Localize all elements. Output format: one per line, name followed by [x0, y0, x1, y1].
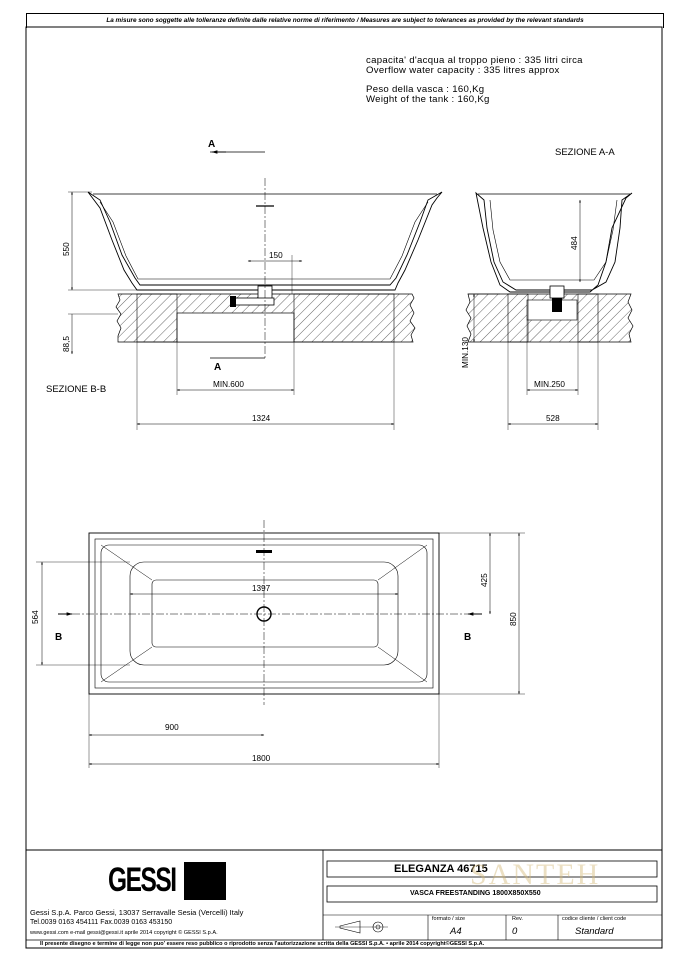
dim-end-height: 484: [570, 236, 579, 250]
tolerance-note: La misure sono soggette alle tolleranze …: [26, 13, 664, 28]
company-web: www.gessi.com e-mail gessi@gessi.it apri…: [30, 930, 218, 936]
section-marker-a-top: A: [208, 139, 216, 150]
company-contacts: Tel.0039 0163 454111 Fax.0039 0163 45315…: [30, 919, 173, 926]
gessi-logo-square: [184, 862, 226, 900]
section-a-a-label: SEZIONE A-A: [555, 147, 615, 158]
product-name: ELEGANZA 46715: [394, 863, 488, 875]
dim-side-height: 550: [62, 242, 71, 256]
dim-plan-width: 850: [509, 612, 518, 626]
format-value: A4: [450, 926, 462, 937]
sheet-frame: [25, 26, 663, 949]
rev-label: Rev.: [512, 916, 523, 922]
dim-end-width: 528: [546, 414, 560, 423]
dim-end-min-base: MIN.130: [461, 337, 470, 368]
rev-value: 0: [512, 926, 518, 937]
section-a-a-view: [465, 191, 634, 430]
section-marker-b-left: B: [55, 632, 63, 643]
plan-view: [36, 520, 525, 768]
dim-side-base: 88,5: [62, 336, 71, 352]
dim-plan-half-width: 425: [480, 573, 489, 587]
dim-plan-inner-length: 1397: [252, 584, 271, 593]
section-marker-a-bottom: A: [214, 362, 222, 373]
client-code-label: codice cliente / client code: [562, 916, 627, 922]
copyright-footer: Il presente disegno e termine di legge n…: [40, 941, 485, 947]
title-block-frame: [26, 849, 662, 941]
product-description: VASCA FREESTANDING 1800X850X550: [410, 890, 541, 897]
dim-plan-length: 1800: [252, 754, 271, 763]
spec-weight-it: Peso della vasca : 160,Kg: [366, 84, 485, 95]
gessi-logo-text: GESSI: [108, 861, 177, 899]
section-b-b-label: SEZIONE B-B: [46, 384, 107, 395]
format-label: formato / size: [432, 916, 466, 922]
section-b-b-view: [68, 150, 443, 430]
dim-side-min-support: MIN.600: [213, 380, 244, 389]
dim-plan-inner-width: 564: [31, 610, 40, 624]
spec-capacity-it: capacita' d'acqua al troppo pieno : 335 …: [366, 55, 583, 66]
dim-end-min-support: MIN.250: [534, 380, 565, 389]
spec-weight-en: Weight of the tank : 160,Kg: [366, 94, 490, 105]
dim-side-drain-offset: 150: [269, 251, 283, 260]
dim-side-length: 1324: [252, 414, 271, 423]
watermark-text: SANTEH: [470, 858, 601, 891]
spec-capacity-en: Overflow water capacity : 335 litres app…: [366, 65, 560, 76]
company-address: Gessi S.p.A. Parco Gessi, 13037 Serraval…: [30, 908, 244, 917]
dim-plan-half-length: 900: [165, 723, 179, 732]
client-code-value: Standard: [575, 926, 614, 937]
section-marker-b-right: B: [464, 632, 472, 643]
